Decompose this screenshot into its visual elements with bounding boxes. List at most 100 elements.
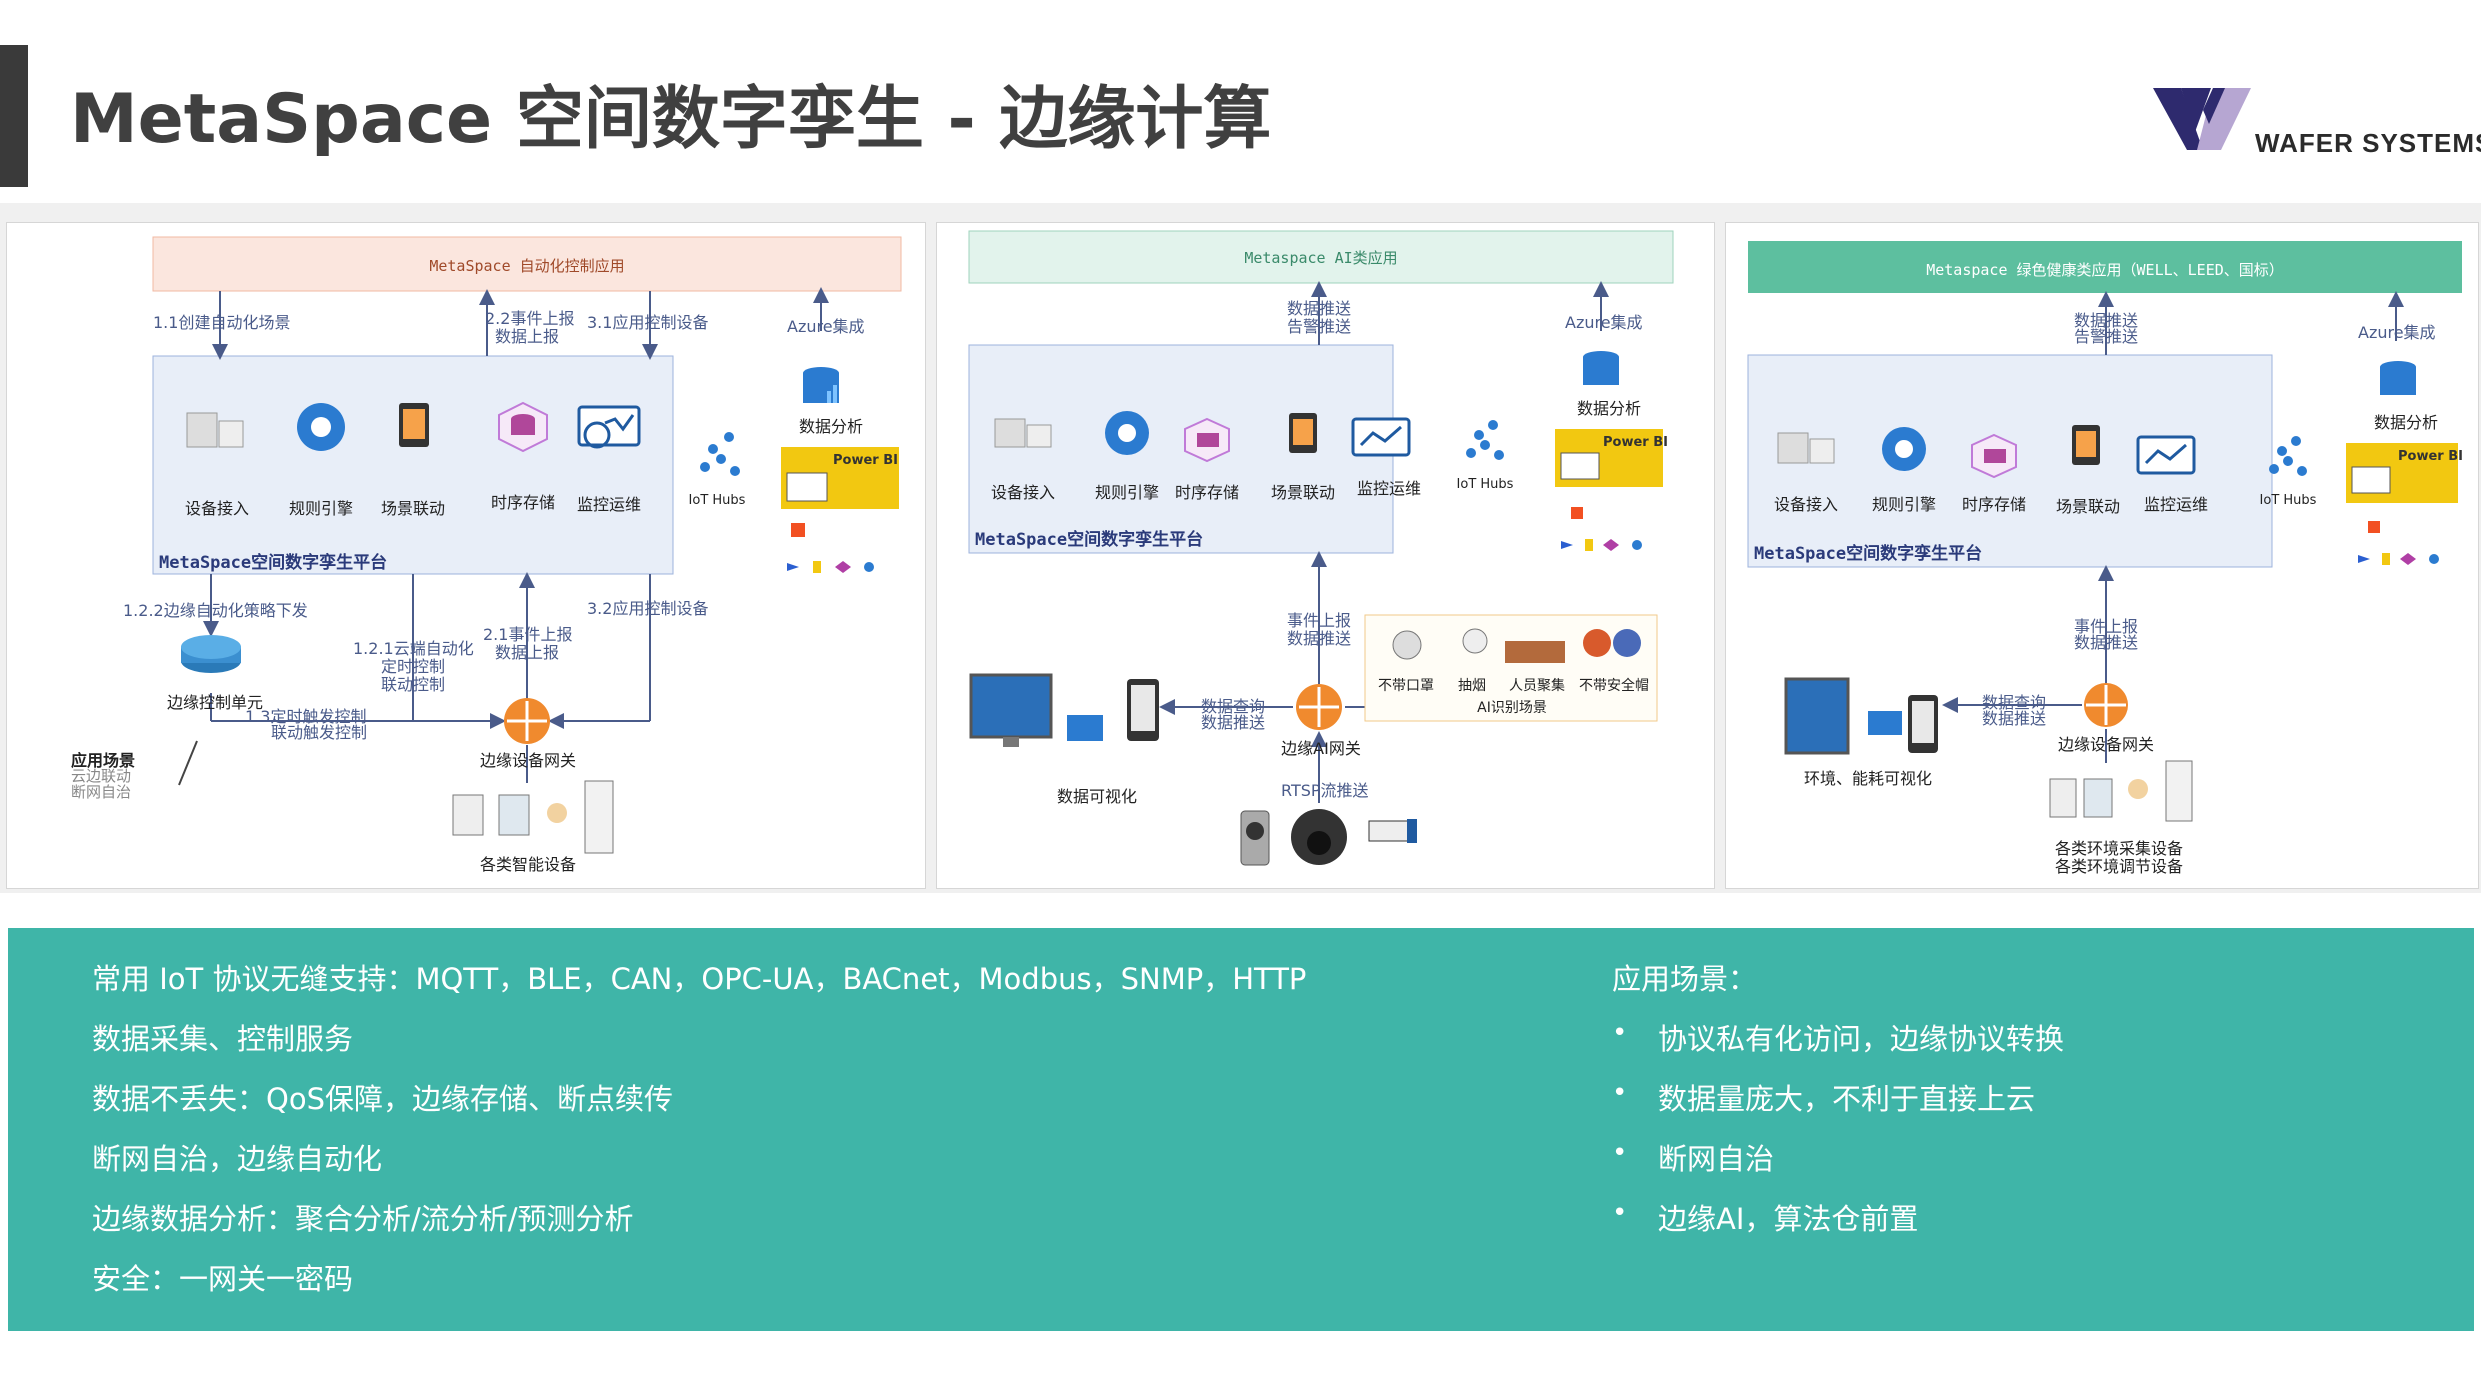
panel1-flow-1-2-2: 1.2.2边缘自动化策略下发 [123,601,308,620]
panel1-side-2: 断网自治 [71,783,132,801]
panel2-ai-0: 不带口罩 [1378,678,1434,694]
panel1-side-title: 应用场景 [71,751,136,770]
panel2-event: 事件上报 [1287,611,1352,630]
panel2-ai-3: 不带安全帽 [1579,678,1649,694]
panel1-flow-1-1: 1.1创建自动化场景 [153,313,291,332]
panel3-visual: 环境、能耗可视化 [1803,769,1932,788]
panel3-module-2: 时序存储 [1961,495,2026,514]
bullet-dot: • [1612,1018,1628,1048]
diagram-panel-automation: MetaSpace 自动化控制应用 1.1创建自动化场景 2.2事件上报 数据上… [6,222,926,889]
panel2-powerbi: Power BI [1603,435,1668,450]
panel2-gateway: 边缘AI网关 [1281,739,1361,758]
panel2-push-1: 数据推送 [1287,299,1352,318]
panel1-header: MetaSpace 自动化控制应用 [429,257,625,275]
automation-diagram [152,236,902,854]
bullet-dot: • [1612,1078,1628,1108]
scenario-1: 协议私有化访问，边缘协议转换 [1658,1022,2065,1056]
panel3-query: 数据查询 [1982,693,2047,712]
panel1-analysis: 数据分析 [799,417,864,436]
panel2-ai-2: 人员聚集 [1509,678,1565,694]
panel1-flow-1-3b: 联动触发控制 [271,723,368,742]
panel1-flow-3-1: 3.1应用控制设备 [587,313,709,332]
panel2-push-3: 数据推送 [1201,713,1266,732]
panel2-ai-scene: AI识别场景 [1477,700,1547,716]
panel3-devices-2: 各类环境调节设备 [2054,857,2183,876]
panel2-azure: Azure集成 [1565,313,1643,332]
diagram-panel-ai: Metaspace AI类应用 数据推送 告警推送 Azure集成 数据分析 P… [936,222,1715,889]
wafer-systems-logo: WAFER SYSTEMS [2151,80,2481,165]
panel1-side-1: 云边联动 [71,767,132,785]
panel1-flow-2-2b: 数据上报 [495,327,560,346]
panel3-platform: MetaSpace空间数字孪生平台 [1754,544,1983,564]
panel3-event: 事件上报 [2074,617,2139,636]
panel2-module-0: 设备接入 [990,483,1055,502]
panel3-iot: IoT Hubs [2259,493,2317,508]
panel1-iot: IoT Hubs [688,493,746,508]
panel2-push-2: 数据推送 [1287,629,1352,648]
panel1-azure: Azure集成 [787,317,865,336]
diagram-panel-green: Metaspace 绿色健康类应用（WELL、LEED、国标） 数据推送 告警推… [1725,222,2479,889]
logo-text: WAFER SYSTEMS [2255,128,2481,158]
panel2-platform: MetaSpace空间数字孪生平台 [975,530,1204,550]
panel2-query: 数据查询 [1201,697,1266,716]
panel3-analysis: 数据分析 [2374,413,2439,432]
panel1-flow-linked: 联动控制 [381,675,446,694]
title-accent-bar [0,45,28,187]
panel1-edge-unit: 边缘控制单元 [166,693,263,712]
panel1-module-4: 监控运维 [576,495,641,514]
panel1-devices: 各类智能设备 [479,855,576,874]
panel2-rtsp: RTSP流推送 [1281,781,1369,800]
panel2-module-3: 场景联动 [1270,483,1335,502]
panel3-push-3: 数据推送 [1982,709,2047,728]
feature-security: 安全：一网关一密码 [92,1262,354,1296]
panel1-platform: MetaSpace空间数字孪生平台 [159,553,388,573]
panel2-analysis: 数据分析 [1577,399,1642,418]
panel1-module-0: 设备接入 [184,499,249,518]
panel3-devices-1: 各类环境采集设备 [2054,839,2183,858]
panel2-module-4: 监控运维 [1356,479,1421,498]
panel3-push-1: 数据推送 [2074,311,2139,330]
panel1-module-2: 场景联动 [380,499,445,518]
scenarios-title: 应用场景： [1612,962,1758,996]
panel3-azure: Azure集成 [2358,323,2436,342]
panel1-flow-1-2-1: 1.2.1云端自动化 [353,639,474,658]
panel3-module-4: 监控运维 [2143,495,2208,514]
panel1-flow-3-2: 3.2应用控制设备 [587,599,709,618]
panel3-gateway: 边缘设备网关 [2057,735,2154,754]
panel2-module-2: 时序存储 [1174,483,1239,502]
panel3-module-3: 场景联动 [2055,497,2120,516]
panel2-alert: 告警推送 [1287,317,1352,336]
feature-collect: 数据采集、控制服务 [92,1022,354,1056]
panel1-module-1: 规则引擎 [288,499,353,518]
panel1-module-3: 时序存储 [490,493,555,512]
bullet-dot: • [1612,1138,1628,1168]
panel3-module-1: 规则引擎 [1871,495,1936,514]
panel1-flow-1-3: 1.3定时触发控制 [245,707,367,726]
panel2-iot: IoT Hubs [1456,477,1514,492]
feature-no-loss: 数据不丢失：QoS保障，边缘存储、断点续传 [92,1082,673,1116]
panel2-module-1: 规则引擎 [1094,483,1159,502]
feature-protocols: 常用 IoT 协议无缝支持：MQTT，BLE，CAN，OPC-UA，BACnet… [92,962,1307,996]
panel3-powerbi: Power BI [2398,449,2463,464]
panel2-header: Metaspace AI类应用 [1244,249,1398,267]
bullet-dot: • [1612,1198,1628,1228]
panel1-gateway: 边缘设备网关 [479,751,576,770]
panel1-powerbi: Power BI [833,453,898,468]
panel1-flow-2-1: 2.1事件上报 [483,625,573,644]
scenario-4: 边缘AI，算法仓前置 [1658,1202,1919,1236]
feature-autonomy: 断网自治，边缘自动化 [92,1142,383,1176]
ai-diagram [968,230,1674,866]
page-title: MetaSpace 空间数字孪生 - 边缘计算 [70,80,1272,159]
panel1-flow-timed: 定时控制 [381,657,446,676]
panel2-ai-1: 抽烟 [1458,678,1486,694]
panel3-module-0: 设备接入 [1773,495,1838,514]
scenario-2: 数据量庞大，不利于直接上云 [1658,1082,2036,1116]
features-panel: 常用 IoT 协议无缝支持：MQTT，BLE，CAN，OPC-UA，BACnet… [8,928,2474,1331]
panel3-alert: 告警推送 [2074,327,2139,346]
panel1-flow-2-2: 2.2事件上报 [485,309,575,328]
panel3-header: Metaspace 绿色健康类应用（WELL、LEED、国标） [1926,261,2284,279]
panel3-push-2: 数据推送 [2074,633,2139,652]
green-diagram [1747,241,2462,822]
feature-analysis: 边缘数据分析：聚合分析/流分析/预测分析 [92,1202,634,1236]
scenario-3: 断网自治 [1658,1142,1775,1176]
